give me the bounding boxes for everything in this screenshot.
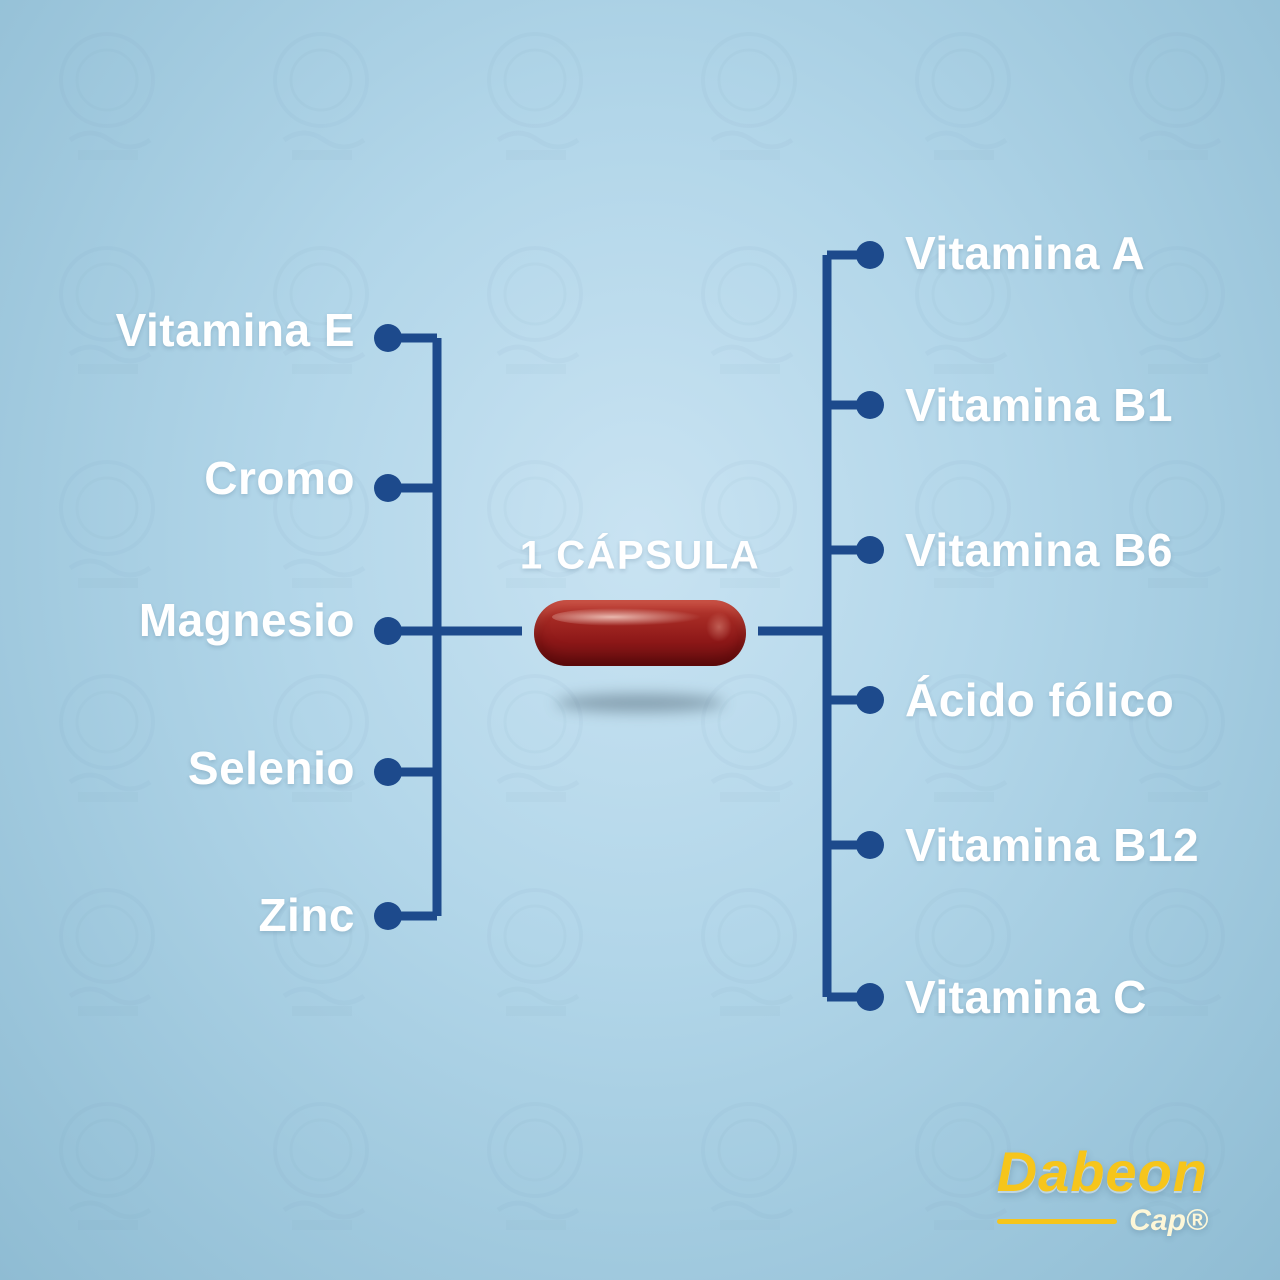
brand-name: Dabeon <box>996 1140 1208 1203</box>
right-label-vitamina-b6: Vitamina B6 <box>905 524 1173 576</box>
right-label-vitamina-c: Vitamina C <box>905 971 1147 1023</box>
left-node-dots <box>374 324 402 930</box>
node-dot <box>374 474 402 502</box>
capsule-image <box>534 600 746 666</box>
left-label-vitamina-e: Vitamina E <box>115 304 355 356</box>
capsule-shadow <box>556 694 724 712</box>
right-connector <box>758 250 868 1002</box>
node-dot <box>374 617 402 645</box>
node-dot <box>856 686 884 714</box>
node-dot <box>856 391 884 419</box>
right-label-acido-folico: Ácido fólico <box>905 674 1175 726</box>
node-dot <box>374 324 402 352</box>
right-node-dots <box>856 241 884 1011</box>
node-dot <box>856 241 884 269</box>
brand-cap-label: Cap® <box>1129 1204 1208 1237</box>
node-dot <box>374 758 402 786</box>
left-label-selenio: Selenio <box>187 742 355 794</box>
left-label-zinc: Zinc <box>258 889 355 941</box>
left-label-magnesio: Magnesio <box>138 594 355 646</box>
node-dot <box>856 536 884 564</box>
right-label-vitamina-a: Vitamina A <box>905 227 1146 279</box>
capsule-title: 1 CÁPSULA <box>519 533 761 578</box>
node-dot <box>856 831 884 859</box>
brand-underline <box>996 1218 1118 1224</box>
left-connector <box>388 333 522 921</box>
node-dot <box>374 902 402 930</box>
node-dot <box>856 983 884 1011</box>
brand-cap-row: Cap® <box>996 1204 1208 1238</box>
right-label-vitamina-b12: Vitamina B12 <box>905 819 1200 871</box>
brand-logo: Dabeon Cap® <box>996 1140 1208 1238</box>
right-label-vitamina-b1: Vitamina B1 <box>905 379 1173 431</box>
left-label-cromo: Cromo <box>204 452 355 504</box>
